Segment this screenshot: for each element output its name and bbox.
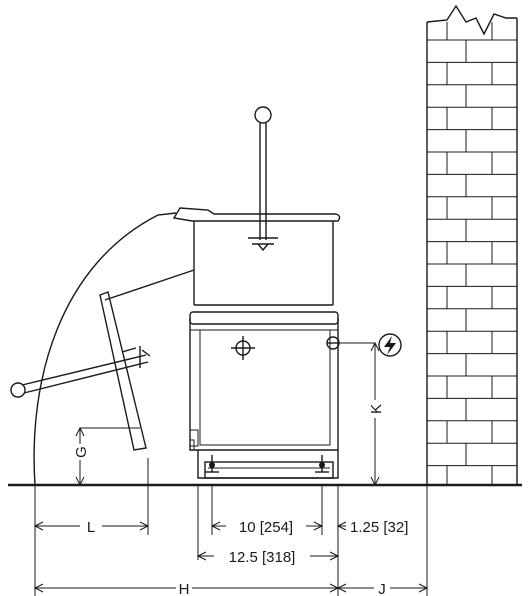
dimension-k: K — [366, 341, 385, 487]
dimension-h: H — [33, 581, 340, 596]
leveling-foot-left — [205, 455, 219, 473]
dimension-leg-span-label: 10 [254] — [239, 519, 293, 536]
dimension-base-width-label: 12.5 [318] — [229, 549, 296, 566]
dimension-l-label: L — [87, 519, 95, 536]
dimension-base-width: 12.5 [318] — [196, 549, 340, 566]
dimension-j-label: J — [378, 581, 386, 596]
dimension-l: L — [33, 519, 150, 536]
brick-wall — [426, 4, 518, 485]
drain-crosshair-icon — [231, 336, 255, 360]
dimension-h-label: H — [179, 581, 190, 596]
brick-courses — [427, 22, 517, 485]
electrical-connection-point — [326, 336, 375, 350]
dimension-g: G — [71, 426, 140, 487]
leveling-foot-right — [315, 455, 329, 473]
stir-handle — [248, 106, 278, 252]
tilted-vessel — [10, 291, 151, 451]
kettle-assembly — [104, 106, 341, 479]
electrical-connection-icon — [378, 333, 402, 357]
dimension-j: J — [336, 581, 429, 596]
extension-lines — [34, 458, 428, 596]
dimension-leg-span: 10 [254] — [210, 519, 324, 536]
dimension-wall-clearance-label: 1.25 [32] — [350, 519, 408, 536]
tilt-clearance-arc — [33, 212, 177, 486]
dimension-wall-clearance: 1.25 [32] — [336, 519, 408, 536]
dimension-k-label: K — [368, 404, 385, 414]
dimension-g-label: G — [73, 446, 90, 458]
